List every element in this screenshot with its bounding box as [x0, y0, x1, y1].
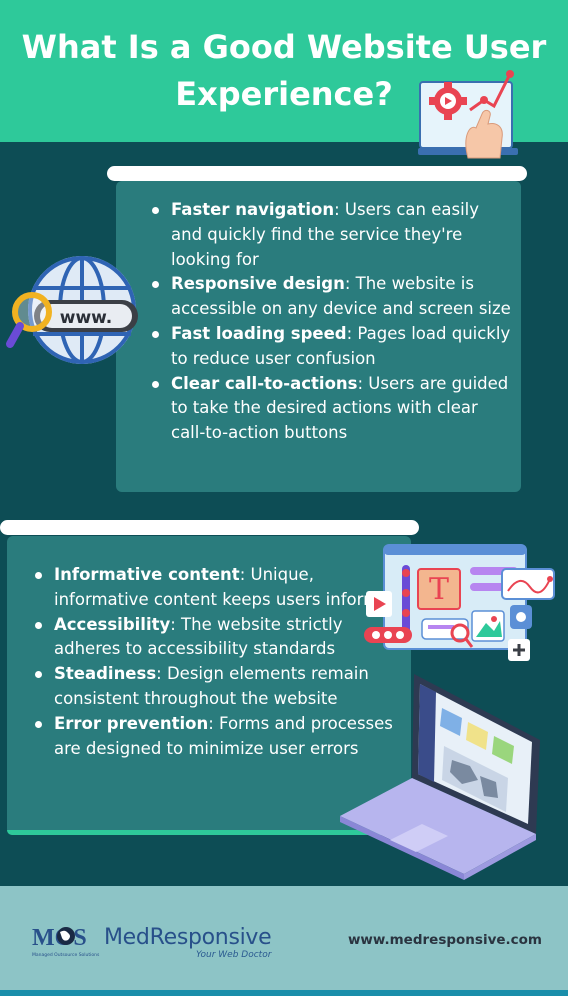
footer [0, 886, 568, 990]
item-desc: : Forms and processes are designed to mi… [54, 713, 393, 758]
panel-2 [7, 536, 411, 835]
brand-name: MedResponsive [104, 925, 272, 950]
laptop-icon [340, 674, 540, 880]
item-desc: : Users are guided to take the desired a… [171, 373, 509, 443]
mos-logo-subtext: Managed Outsource Solutions [32, 952, 100, 958]
design-elements-icon: T [364, 544, 555, 661]
list-item: Accessibility: The website strictly adhe… [35, 613, 400, 663]
list-item: Responsive design: The website is access… [152, 272, 512, 322]
item-desc: : The website strictly adheres to access… [54, 614, 343, 659]
gear-play-hand-icon [418, 70, 518, 159]
mos-logo: MOS Managed Outsource Solutions [32, 925, 100, 958]
globe-www-label: www. [60, 308, 113, 328]
website-link[interactable]: www.medresponsive.com [347, 932, 542, 948]
item-desc: : Unique, informative content keeps user… [54, 565, 400, 609]
list-item: Informative content: Unique, informative… [35, 563, 400, 613]
item-term: Responsive design [171, 274, 345, 294]
benefits-list-1: Faster navigation: Users can easily and … [152, 198, 512, 446]
footer-stripe [0, 990, 568, 996]
list-item: Error prevention: Forms and processes ar… [35, 712, 400, 762]
item-term: Error prevention [54, 713, 209, 733]
item-desc: : Users can easily and quickly find the … [171, 200, 480, 269]
item-desc: : Design elements remain consistent thro… [54, 664, 369, 708]
item-term: Accessibility [54, 614, 171, 634]
title-line-1: What Is a Good Website User [21, 28, 547, 66]
item-term: Fast loading speed [171, 323, 347, 343]
item-term: Faster navigation [171, 200, 335, 219]
title-line-2: Experience? [175, 75, 393, 113]
item-desc: : The website is accessible on any devic… [171, 274, 511, 319]
design-card-letter: T [429, 572, 449, 607]
page-title: What Is a Good Website User Experience? [0, 24, 568, 118]
item-term: Informative content [54, 565, 240, 584]
item-desc: : Pages load quickly to reduce user conf… [171, 323, 511, 368]
panel-1 [116, 181, 521, 492]
item-term: Steadiness [54, 664, 157, 684]
magnifier-icon [6, 292, 52, 348]
list-item: Clear call-to-actions: Users are guided … [152, 372, 512, 446]
list-item: Fast loading speed: Pages load quickly t… [152, 322, 512, 372]
divider-bar-1 [107, 166, 527, 181]
list-item: Steadiness: Design elements remain consi… [35, 662, 400, 712]
panel-2-accent [7, 830, 411, 835]
globe-icon: www. [6, 256, 138, 364]
list-item: Faster navigation: Users can easily and … [152, 198, 512, 272]
brand-tagline: Your Web Doctor [196, 950, 272, 960]
divider-bar-2 [0, 520, 419, 535]
benefits-list-2: Informative content: Unique, informative… [35, 563, 400, 761]
item-term: Clear call-to-actions [171, 373, 358, 393]
